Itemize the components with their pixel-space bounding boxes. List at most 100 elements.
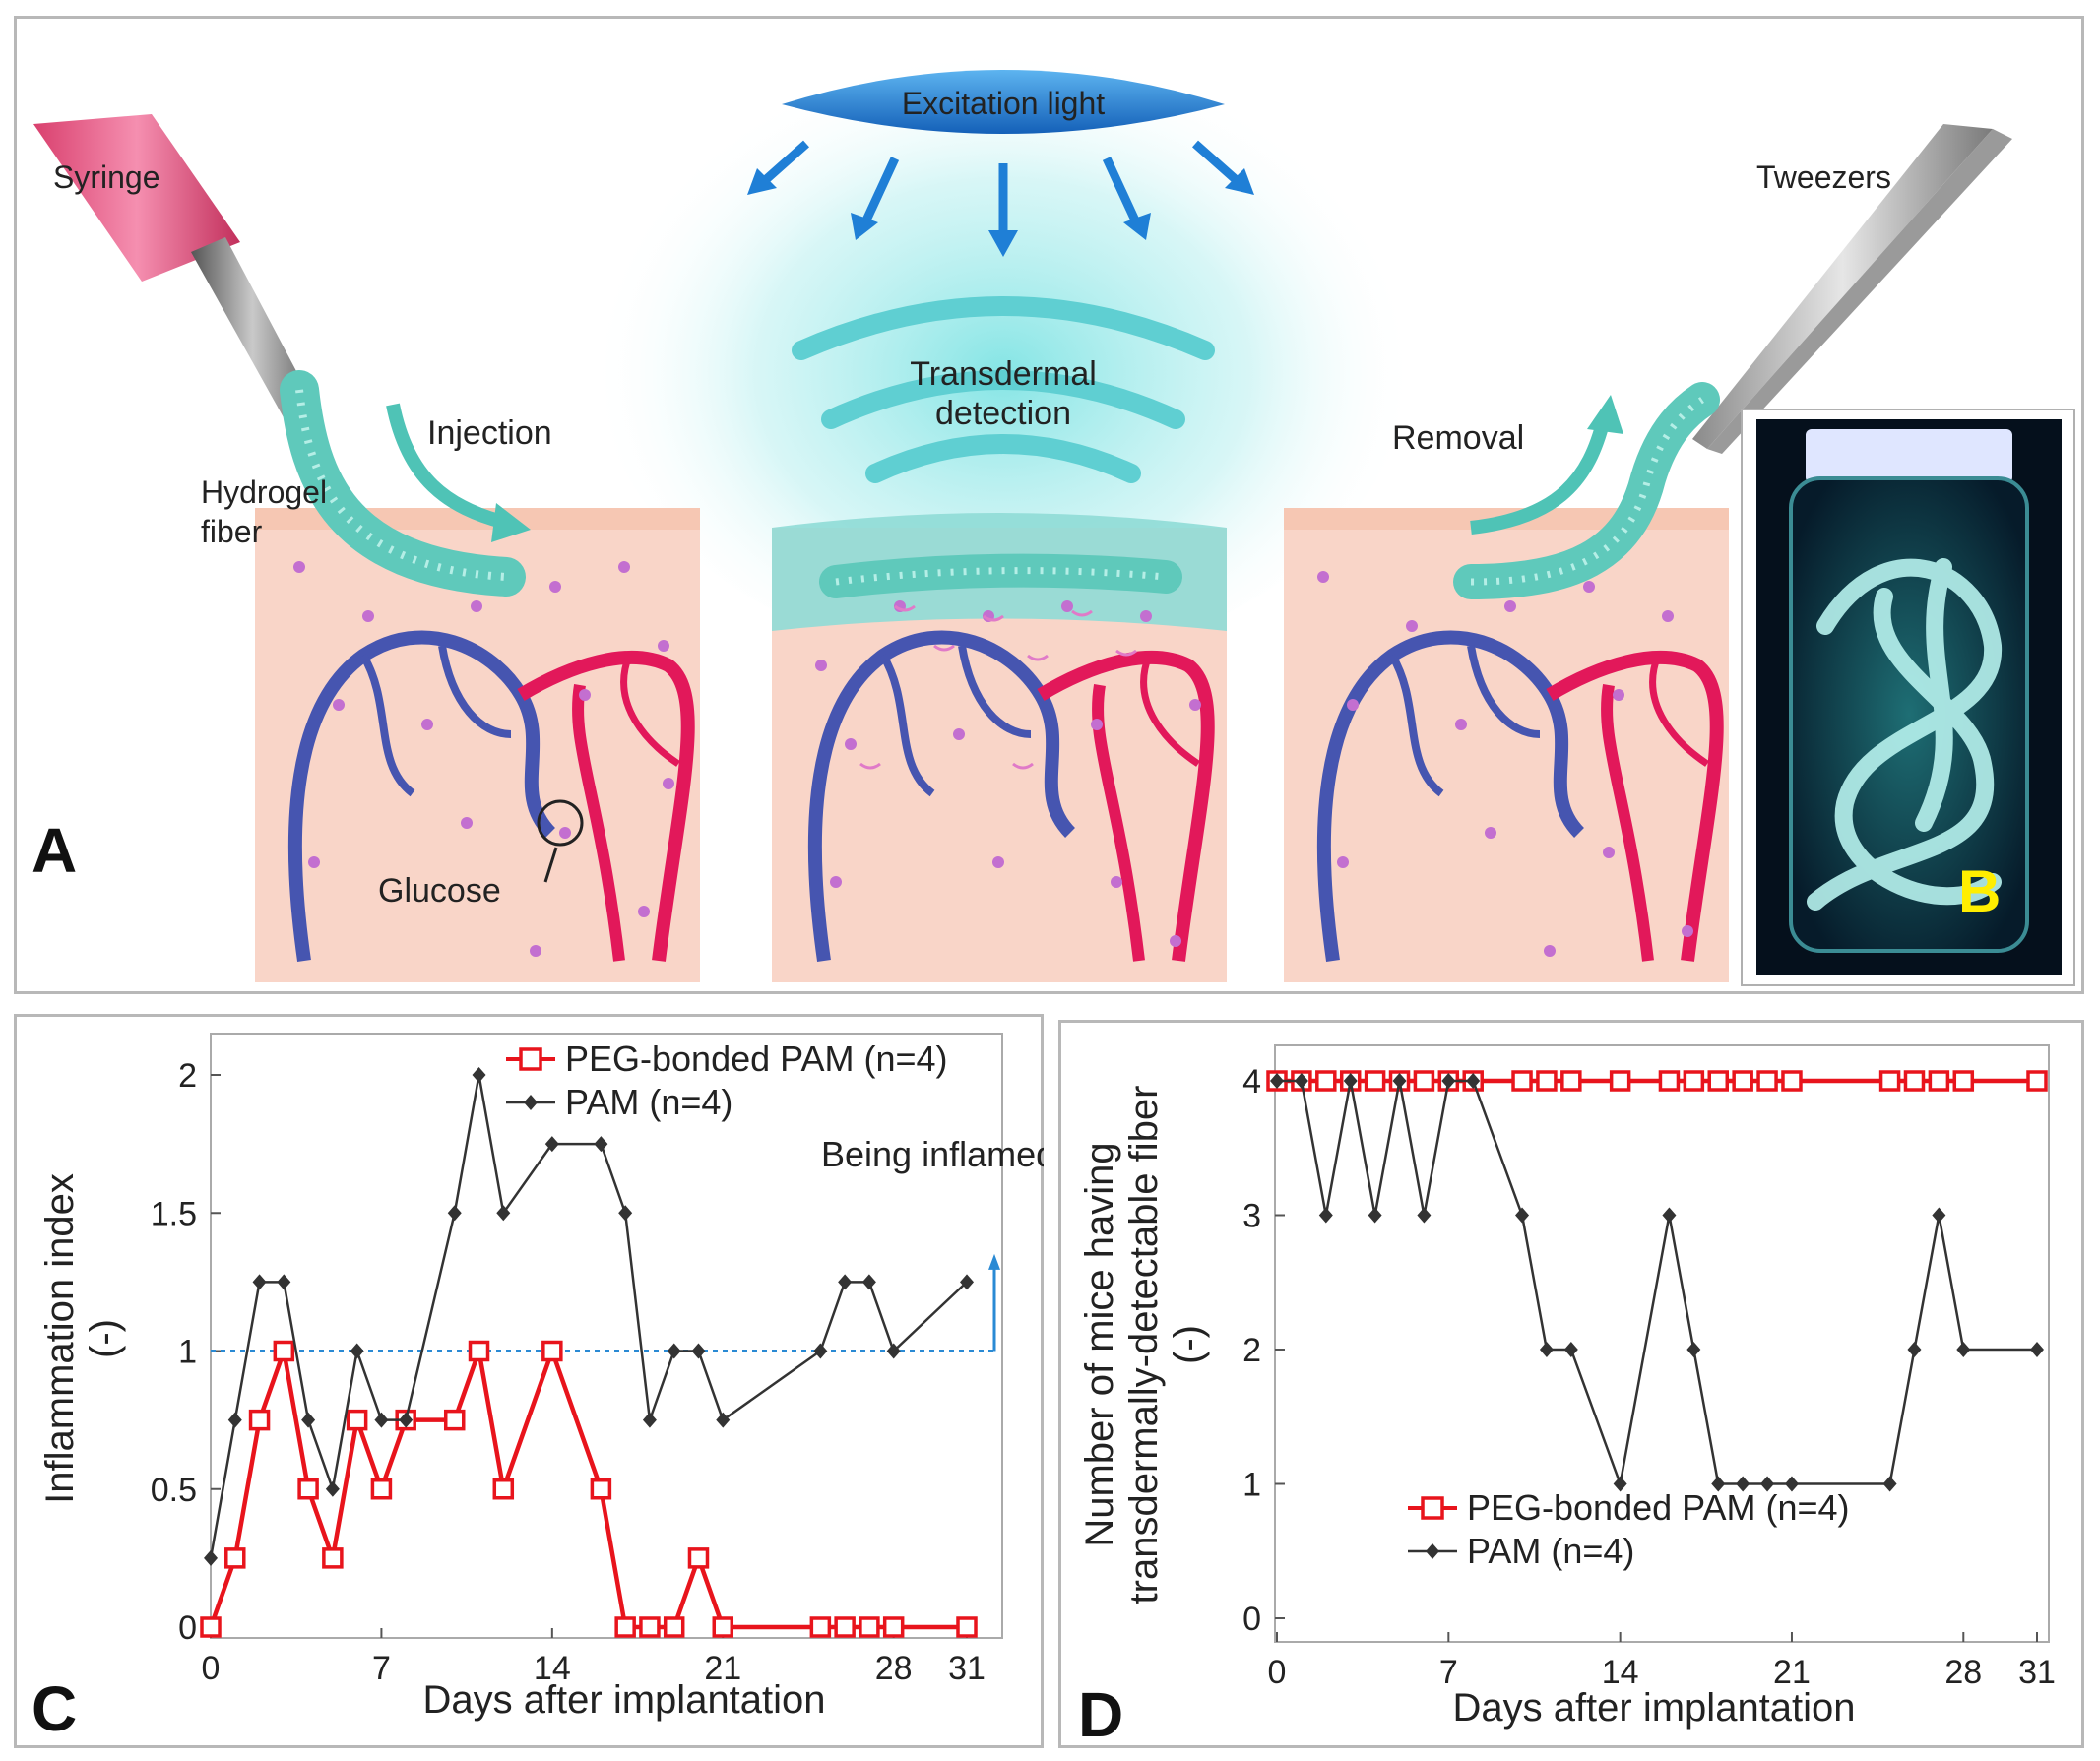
c-series-0-point [639,1616,661,1638]
c-ytick-label: 0.5 [151,1472,197,1509]
d-series-1-point [1417,1207,1432,1224]
d-xtick-label: 31 [2018,1654,2056,1691]
d-series-1-point [1515,1207,1530,1224]
c-legend-label: PEG-bonded PAM (n=4) [565,1038,948,1079]
chart-d-ylabel-line1: Number of mice having [1078,1142,1121,1546]
c-series-0-point [590,1478,612,1500]
excitation-light-label: Excitation light [902,86,1105,121]
c-series-0-point [224,1547,246,1569]
c-xtick-label: 7 [372,1650,391,1687]
d-ytick-label: 1 [1242,1467,1261,1504]
hydrogel-fiber-removal-texture [1470,397,1704,586]
d-series-1-point [1784,1476,1799,1492]
d-xtick-label: 28 [1944,1654,1982,1691]
c-ytick-label: 1.5 [151,1195,197,1232]
chart-c-ylabel-line1: Inflammation index [38,1173,82,1504]
c-xtick-label: 0 [202,1650,221,1687]
c-series-0-point [882,1616,905,1638]
glucose-pointer-line [543,847,558,883]
d-series-1-point [1613,1476,1627,1492]
c-series-0-point [956,1616,978,1638]
d-series-0-point [1928,1070,1950,1092]
c-series-0-point [248,1409,271,1431]
d-series-0-point [1781,1070,1803,1092]
panel-d-letter: D [1078,1679,1123,1748]
c-series-0-point [712,1616,734,1638]
c-series-1-point [861,1274,876,1290]
d-series-0-point [1683,1070,1705,1092]
c-series-1-point [350,1343,364,1359]
d-series-1-point [1907,1342,1922,1357]
c-series-1-point [618,1205,633,1222]
d-series-1-point [1539,1342,1554,1357]
d-series-1-point [1686,1342,1701,1357]
c-series-1-point [886,1343,901,1359]
transdermal-label-line1: Transdermal [910,355,1097,393]
c-series-0-point [468,1340,490,1362]
c-series-1-point [716,1412,731,1428]
c-series-1-point [227,1412,242,1428]
d-series-0-point [1878,1070,1901,1092]
excitation-light-lens [782,70,1225,134]
chart-d-series [1266,1070,2048,1492]
c-series-0-point [663,1616,685,1638]
c-series-1-point [277,1274,291,1290]
d-series-0-point [1536,1070,1558,1092]
d-series-1-point [1466,1073,1481,1089]
c-series-1-point [325,1480,340,1497]
d-series-0-point [1903,1070,1926,1092]
c-series-1-point [204,1549,218,1566]
d-series-1-point [1294,1073,1308,1089]
c-legend-marker [519,1047,542,1071]
syringe-graphic [33,114,314,419]
syringe-label: Syringe [53,159,160,195]
c-series-0-point [322,1547,344,1569]
c-xtick-label: 28 [875,1650,913,1687]
d-xtick-label: 14 [1602,1654,1639,1691]
excitation-arrows [747,140,1254,257]
d-series-0-point [1756,1070,1778,1092]
d-legend-marker [1421,1496,1444,1520]
c-series-0-point [859,1616,880,1638]
panel-a-illustration: Glucose Syringe Hydrogel fiber Injection… [32,16,2075,986]
c-series-1-point [667,1343,681,1359]
d-legend-marker [1426,1543,1439,1559]
chart-c-plot-area [210,1033,1003,1639]
d-series-1-point [1882,1476,1897,1492]
d-series-1-point [1441,1073,1456,1089]
tweezers-graphic [1692,124,2012,454]
chart-c-legend: PEG-bonded PAM (n=4)PAM (n=4) [506,1038,948,1122]
chart-c-threshold [211,1253,1000,1352]
c-series-0-point [370,1478,393,1500]
d-series-1-point [1932,1207,1946,1224]
detection-glow [590,16,1417,665]
c-xtick-label: 21 [704,1650,741,1687]
injection-arrow [386,403,508,530]
hydrogel-label-line1: Hydrogel [201,474,327,510]
d-series-0-point [1658,1070,1681,1092]
d-series-1-point [2030,1342,2044,1357]
chart-d-legend: PEG-bonded PAM (n=4)PAM (n=4) [1408,1487,1850,1571]
d-series-0-point [1609,1070,1631,1092]
c-series-0-line [208,1342,967,1630]
injection-arrow-head [491,503,531,542]
c-series-0-point [809,1616,832,1638]
d-series-0-point [1732,1070,1753,1092]
d-series-1-point [1956,1342,1971,1357]
hydrogel-label-line2: fiber [201,514,263,549]
c-series-1-point [960,1274,974,1290]
d-ytick-label: 4 [1242,1063,1261,1101]
skin-block-detection [772,513,1227,982]
d-legend-label: PEG-bonded PAM (n=4) [1467,1487,1850,1528]
c-annotation-arrow-head [988,1253,1000,1270]
glucose-highlight-circle [537,799,584,847]
d-series-1-point [1270,1073,1284,1089]
c-series-1-point [813,1343,828,1359]
c-series-1-point [594,1136,608,1153]
d-xtick-label: 0 [1268,1654,1287,1691]
c-ytick-label: 1 [178,1334,197,1371]
